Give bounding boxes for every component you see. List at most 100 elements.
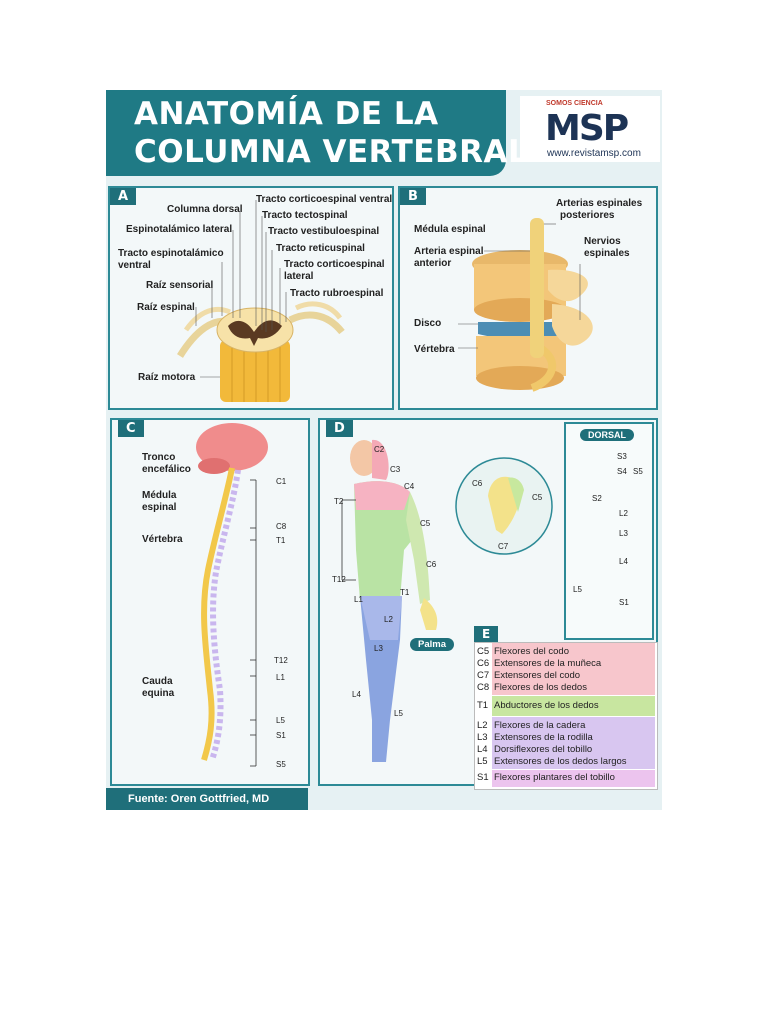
row-code: L5 — [477, 756, 488, 767]
segment-l5: L5 — [276, 716, 285, 725]
label-raiz-espinal: Raíz espinal — [137, 302, 195, 313]
label-arteria-espinal-anterior: Arteria espinal — [414, 246, 484, 257]
row-code: C7 — [477, 670, 490, 681]
dermatome-front-t2: T2 — [334, 497, 344, 506]
dermatome-front-l5: L5 — [394, 709, 403, 718]
label-arterias-espinales: Arterias espinales — [556, 198, 643, 209]
dorsal-label-s5: S5 — [633, 467, 643, 476]
label-tectospinal: Tracto tectospinal — [262, 210, 348, 221]
row-code: C8 — [477, 682, 490, 693]
row-text: Dorsiflexores del tobillo — [494, 744, 593, 755]
source-credit: Fuente: Oren Gottfried, MD — [106, 788, 308, 810]
label-espinotalamico-ventral: Tracto espinotalámico — [118, 248, 224, 259]
dermatome-front-l2: L2 — [384, 615, 393, 624]
label-nervios-espinales-2: espinales — [584, 248, 630, 259]
row-text: Flexores de la cadera — [494, 720, 586, 731]
label-tronco-encefalico-2: encefálico — [142, 464, 191, 475]
segment-c8: C8 — [276, 522, 287, 531]
dermatome-front-l1: L1 — [354, 595, 363, 604]
label-corticoespinal-lateral: Tracto corticoespinal — [284, 259, 385, 270]
label-raiz-sensorial: Raíz sensorial — [146, 280, 214, 291]
dermatome-front-l4: L4 — [352, 690, 361, 699]
row-text: Extensores de la rodilla — [494, 732, 593, 743]
label-columna-dorsal: Columna dorsal — [167, 204, 243, 215]
table-group-thoracic — [492, 696, 655, 716]
dermatome-front-l3: L3 — [374, 644, 383, 653]
label-espinotalamico-lateral: Espinotalámico lateral — [126, 224, 233, 235]
row-code: C6 — [477, 658, 490, 669]
table-group-sacral — [492, 770, 655, 787]
label-vestibuloespinal: Tracto vestibuloespinal — [268, 226, 380, 237]
dorsal-label-s3: S3 — [617, 452, 627, 461]
row-code: L2 — [477, 720, 488, 731]
label-corticoespinal-ventral: Tracto corticoespinal ventral — [256, 194, 393, 205]
label-vertebra: Vértebra — [414, 344, 455, 355]
hand-label-c5: C5 — [532, 493, 543, 502]
label-rubroespinal: Tracto rubroespinal — [290, 288, 384, 299]
dermatome-front-t1: T1 — [400, 588, 410, 597]
label-medula-espinal-c-2: espinal — [142, 502, 177, 513]
row-text: Flexores de los dedos — [494, 682, 587, 693]
row-text: Flexores plantares del tobillo — [494, 772, 615, 783]
label-nervios-espinales: Nervios — [584, 236, 621, 247]
dorsal-label-l3: L3 — [619, 529, 628, 538]
dermatome-front-c4: C4 — [404, 482, 415, 491]
label-cauda-equina-2: equina — [142, 688, 175, 699]
panel-a-tag: A — [110, 188, 137, 205]
label-medula-espinal-c: Médula — [142, 490, 177, 501]
row-code: L3 — [477, 732, 488, 743]
segment-l1: L1 — [276, 673, 285, 682]
dorsal-inset — [564, 422, 654, 640]
label-disco: Disco — [414, 318, 442, 329]
dorsal-label-l4: L4 — [619, 557, 628, 566]
table-group-cervical — [492, 643, 655, 695]
panel-e-tag: E — [474, 626, 499, 642]
dermatome-front-c3: C3 — [390, 465, 401, 474]
dermatome-front-c5: C5 — [420, 519, 431, 528]
msp-logo — [520, 96, 660, 162]
title-banner — [106, 90, 506, 176]
segment-c1: C1 — [276, 477, 287, 486]
dorsal-badge: DORSAL — [580, 429, 634, 441]
row-text: Extensores de la muñeca — [494, 658, 602, 669]
panel-d-tag: D — [326, 420, 353, 437]
dorsal-label-s1: S1 — [619, 598, 629, 607]
label-medula-espinal: Médula espinal — [414, 224, 486, 235]
dermatome-front-c6: C6 — [426, 560, 437, 569]
row-code: C5 — [477, 646, 490, 657]
label-espinotalamico-ventral-2: ventral — [118, 260, 151, 271]
dorsal-label-s2: S2 — [592, 494, 602, 503]
row-text: Extensores de los dedos largos — [494, 756, 627, 767]
hand-label-c6: C6 — [472, 479, 483, 488]
label-corticoespinal-lateral-2: lateral — [284, 271, 314, 282]
row-code: S1 — [477, 772, 489, 783]
segment-s1: S1 — [276, 731, 286, 740]
title-line-1: ANATOMÍA DE LA — [134, 96, 439, 132]
title-line-2: COLUMNA VERTEBRAL — [134, 134, 529, 170]
dorsal-label-l2: L2 — [619, 509, 628, 518]
logo-url: www.revistamsp.com — [547, 148, 641, 159]
label-arterias-espinales-2: posteriores — [560, 210, 615, 221]
segment-s5: S5 — [276, 760, 286, 769]
dermatome-front-t12: T12 — [332, 575, 346, 584]
table-group-lumbar — [492, 717, 655, 769]
row-text: Flexores del codo — [494, 646, 569, 657]
row-code: T1 — [477, 700, 489, 711]
dorsal-label-s4: S4 — [617, 467, 627, 476]
label-cauda-equina: Cauda — [142, 676, 173, 687]
palm-badge: Palma — [410, 638, 454, 651]
logo-brand: MSP — [545, 108, 629, 149]
label-vertebra-c: Vértebra — [142, 534, 183, 545]
hand-label-c7: C7 — [498, 542, 509, 551]
panel-b-tag: B — [400, 188, 426, 205]
row-text: Abductores de los dedos — [494, 700, 599, 711]
dermatome-front-c2: C2 — [374, 445, 385, 454]
dorsal-label-l5: L5 — [573, 585, 582, 594]
label-arteria-espinal-anterior-2: anterior — [414, 258, 452, 269]
segment-t12: T12 — [274, 656, 288, 665]
row-text: Extensores del codo — [494, 670, 581, 681]
label-tronco-encefalico: Tronco — [142, 452, 176, 463]
